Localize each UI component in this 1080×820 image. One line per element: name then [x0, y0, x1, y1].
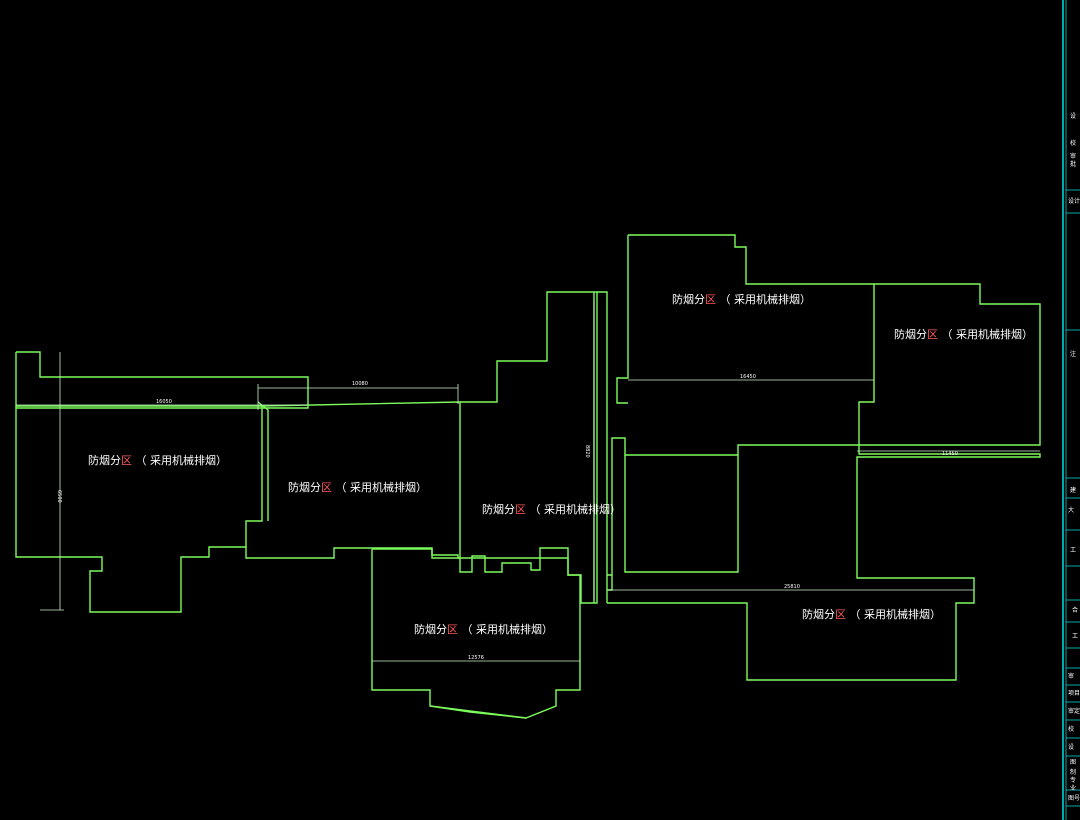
title-block-label: 业: [1070, 784, 1076, 792]
central-tower-right: [597, 291, 608, 603]
dimension-label: 16050: [156, 399, 172, 405]
title-block-label: 审定: [1068, 707, 1080, 715]
zone-label: 防烟分区 （ 采用机械排烟）: [672, 292, 811, 306]
zone-label: 防烟分区 （ 采用机械排烟）: [88, 453, 227, 467]
dimension-label: 12576: [468, 655, 484, 661]
title-block-label: 注: [1070, 350, 1076, 358]
middle-connector: [624, 455, 739, 573]
dimension-label: 25810: [784, 584, 800, 590]
title-block-label: 专: [1070, 776, 1076, 784]
dimension-label: 16450: [740, 374, 756, 380]
building-outlines: [15, 234, 1041, 719]
title-block-label: 制: [1070, 768, 1076, 776]
dimension-label: 6500: [56, 490, 62, 503]
title-block-label: 设计: [1068, 197, 1080, 205]
title-block-label: 审: [1068, 672, 1074, 680]
title-block-label: 设: [1070, 112, 1076, 120]
zone-label: 防烟分区 （ 采用机械排烟）: [894, 327, 1033, 341]
left-wing-outline: [15, 351, 309, 613]
zone-label: 防烟分区 （ 采用机械排烟）: [482, 502, 621, 516]
upper-right-outline: [607, 234, 875, 576]
dimension-label: 11450: [942, 451, 958, 457]
block-two-outline: [245, 401, 461, 559]
dimension-label: 8820: [584, 445, 590, 458]
zone-label: 防烟分区 （ 采用机械排烟）: [288, 480, 427, 494]
lobby-curve: [429, 705, 527, 719]
title-block-label: 批: [1070, 160, 1076, 168]
title-block: 设 校 审 批 设计 注 建 大 工 合 工 审 项目 审定 校 设 图 制 专…: [1062, 0, 1080, 820]
upper-right-left-edge: [616, 235, 629, 404]
title-block-label: 项目: [1068, 690, 1080, 697]
title-block-label: 工: [1070, 547, 1076, 554]
middle-connector-base: [607, 575, 613, 591]
title-block-label: 审: [1070, 152, 1076, 160]
title-block-label: 合: [1072, 606, 1078, 614]
title-block-label: 图: [1070, 759, 1076, 766]
title-block-label: 校: [1070, 139, 1076, 147]
zone-label: 防烟分区 （ 采用机械排烟）: [414, 622, 553, 636]
title-block-label: 校: [1068, 725, 1074, 733]
dimension-lines: [16, 300, 1040, 662]
block-two-notch: [257, 401, 269, 521]
title-block-label: 建: [1070, 486, 1076, 494]
title-block-label: 设: [1068, 743, 1074, 751]
lobby-outline: [371, 548, 581, 719]
zone-label: 防烟分区 （ 采用机械排烟）: [802, 607, 941, 621]
dimension-label: 10080: [352, 381, 368, 387]
title-block-label: 工: [1072, 633, 1078, 640]
title-block-label: 大: [1068, 506, 1074, 514]
central-tower-outline: [459, 291, 598, 604]
far-right-outline: [859, 283, 1041, 446]
title-block-label: 图号: [1068, 795, 1080, 802]
zone-labels: 防烟分区 （ 采用机械排烟） 防烟分区 （ 采用机械排烟） 防烟分区 （ 采用机…: [88, 292, 1033, 636]
dimension-labels: 16050 10080 16450 11450 25810 12576 6500…: [56, 374, 958, 661]
lower-right-outline: [607, 445, 1041, 681]
